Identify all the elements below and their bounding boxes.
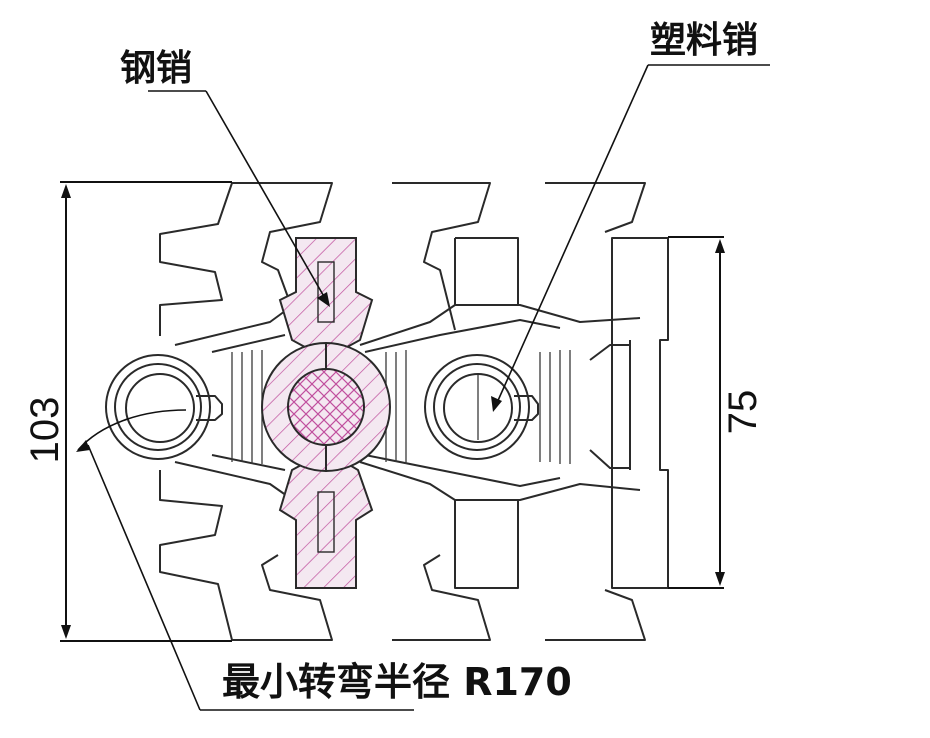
steel-pin-section: [260, 237, 392, 589]
dimension-75-text: 75: [721, 390, 765, 435]
steel-pin: [287, 368, 365, 446]
dimension-103-text: 103: [23, 397, 67, 464]
left-knuckle: [105, 354, 223, 460]
dimension-total-height: 103: [23, 181, 232, 642]
dimension-body-height: 75: [668, 236, 765, 589]
chain-link-body: [159, 182, 669, 641]
leader-plastic-pin: [491, 64, 770, 412]
plastic-pin-knuckle: [424, 354, 539, 460]
ribs: [231, 350, 571, 464]
label-plastic-pin: 塑料销: [650, 20, 758, 61]
leader-min-radius: [76, 409, 414, 711]
plastic-pin: [443, 373, 513, 443]
leader-steel-pin: [148, 90, 330, 307]
label-steel-pin: 钢销: [120, 48, 192, 89]
label-min-radius: 最小转弯半径 R170: [222, 660, 572, 704]
